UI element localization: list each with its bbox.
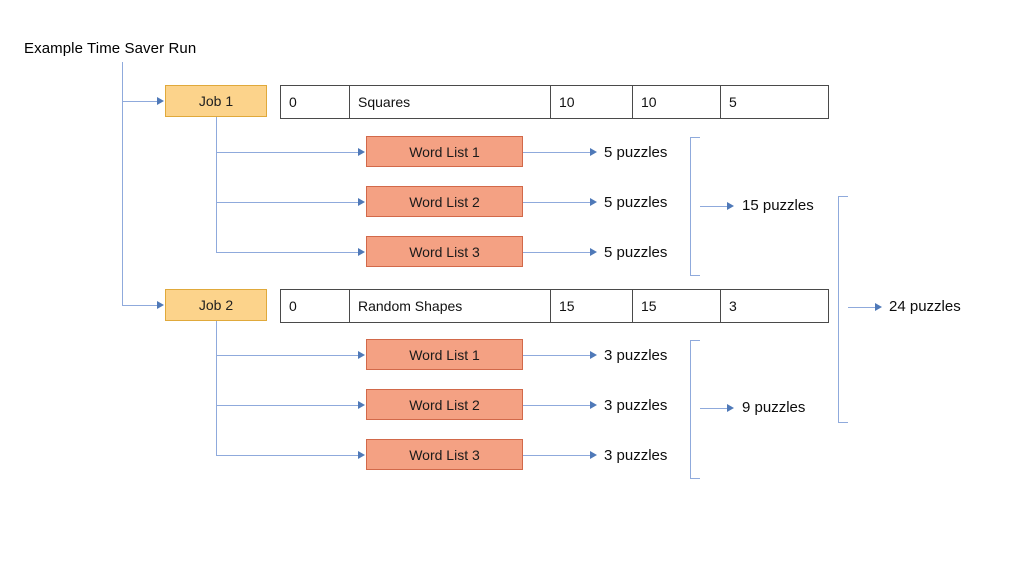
- connector-wordlist-1-1-to-output: [523, 152, 591, 153]
- output-label-job-1-1: 5 puzzles: [604, 144, 668, 161]
- wordlist-box-job-2-3[interactable]: Word List 3: [366, 439, 523, 470]
- wordlist-label: Word List 1: [409, 346, 480, 363]
- bracket-grand-total: [838, 196, 848, 423]
- job-2-cell-width: 15: [550, 289, 633, 323]
- job-2-branch-trunk: [216, 321, 217, 456]
- arrow-job-1-to-wordlist-1: [358, 148, 365, 156]
- arrow-wordlist-1-1-to-output: [590, 148, 597, 156]
- job-box-1[interactable]: Job 1: [165, 85, 267, 117]
- job-1-cell-width: 10: [550, 85, 633, 119]
- connector-root-to-job-2: [122, 305, 158, 306]
- connector-job-2-to-wordlist-2: [216, 405, 359, 406]
- job-1-cell-shape: Squares: [349, 85, 551, 119]
- connector-job-1-subtotal: [700, 206, 728, 207]
- job-1-label: Job 1: [198, 93, 234, 109]
- wordlist-box-job-2-1[interactable]: Word List 1: [366, 339, 523, 370]
- output-label-job-2-3: 3 puzzles: [604, 447, 668, 464]
- wordlist-label: Word List 2: [409, 396, 480, 413]
- job-box-2[interactable]: Job 2: [165, 289, 267, 321]
- job-1-cell-height: 10: [632, 85, 721, 119]
- job-2-cell-shape: Random Shapes: [349, 289, 551, 323]
- job-2-cell-index: 0: [280, 289, 350, 323]
- arrow-wordlist-2-2-to-output: [590, 401, 597, 409]
- table-row: 0 Squares 10 10 5: [280, 85, 829, 119]
- wordlist-box-job-1-2[interactable]: Word List 2: [366, 186, 523, 217]
- output-label-job-2-1: 3 puzzles: [604, 347, 668, 364]
- root-trunk-line: [122, 62, 123, 306]
- connector-job-2-subtotal: [700, 408, 728, 409]
- subtotal-label-job-1: 15 puzzles: [742, 197, 814, 214]
- wordlist-label: Word List 1: [409, 143, 480, 160]
- arrow-job-2-subtotal: [727, 404, 734, 412]
- arrow-job-2-to-wordlist-3: [358, 451, 365, 459]
- connector-wordlist-1-3-to-output: [523, 252, 591, 253]
- connector-job-2-to-wordlist-1: [216, 355, 359, 356]
- wordlist-box-job-1-3[interactable]: Word List 3: [366, 236, 523, 267]
- job-1-parameter-table: 0 Squares 10 10 5: [280, 85, 829, 119]
- arrow-job-1-to-wordlist-2: [358, 198, 365, 206]
- output-label-job-2-2: 3 puzzles: [604, 397, 668, 414]
- connector-wordlist-2-2-to-output: [523, 405, 591, 406]
- arrow-grand-total: [875, 303, 882, 311]
- job-1-branch-trunk: [216, 117, 217, 253]
- job-1-cell-count: 5: [720, 85, 829, 119]
- connector-job-2-to-wordlist-3: [216, 455, 359, 456]
- wordlist-label: Word List 3: [409, 446, 480, 463]
- connector-wordlist-2-3-to-output: [523, 455, 591, 456]
- connector-root-to-job-1: [122, 101, 158, 102]
- arrow-job-2-to-wordlist-1: [358, 351, 365, 359]
- output-label-job-1-2: 5 puzzles: [604, 194, 668, 211]
- subtotal-label-job-2: 9 puzzles: [742, 399, 806, 416]
- wordlist-box-job-2-2[interactable]: Word List 2: [366, 389, 523, 420]
- job-2-cell-count: 3: [720, 289, 829, 323]
- arrow-job-2-to-wordlist-2: [358, 401, 365, 409]
- connector-wordlist-1-2-to-output: [523, 202, 591, 203]
- job-2-parameter-table: 0 Random Shapes 15 15 3: [280, 289, 829, 323]
- connector-job-1-to-wordlist-3: [216, 252, 359, 253]
- connector-job-1-to-wordlist-2: [216, 202, 359, 203]
- connector-job-1-to-wordlist-1: [216, 152, 359, 153]
- wordlist-label: Word List 2: [409, 193, 480, 210]
- table-row: 0 Random Shapes 15 15 3: [280, 289, 829, 323]
- arrow-root-to-job-2: [157, 301, 164, 309]
- bracket-job-1-subtotal: [690, 137, 700, 276]
- connector-grand-total: [848, 307, 876, 308]
- output-label-job-1-3: 5 puzzles: [604, 244, 668, 261]
- page-title: Example Time Saver Run: [24, 40, 197, 57]
- bracket-job-2-subtotal: [690, 340, 700, 479]
- grand-total-label: 24 puzzles: [889, 298, 961, 315]
- job-2-cell-height: 15: [632, 289, 721, 323]
- arrow-wordlist-1-3-to-output: [590, 248, 597, 256]
- job-1-cell-index: 0: [280, 85, 350, 119]
- arrow-wordlist-2-3-to-output: [590, 451, 597, 459]
- wordlist-box-job-1-1[interactable]: Word List 1: [366, 136, 523, 167]
- arrow-wordlist-1-2-to-output: [590, 198, 597, 206]
- connector-wordlist-2-1-to-output: [523, 355, 591, 356]
- job-2-label: Job 2: [198, 297, 234, 313]
- arrow-job-1-subtotal: [727, 202, 734, 210]
- arrow-job-1-to-wordlist-3: [358, 248, 365, 256]
- arrow-wordlist-2-1-to-output: [590, 351, 597, 359]
- wordlist-label: Word List 3: [409, 243, 480, 260]
- arrow-root-to-job-1: [157, 97, 164, 105]
